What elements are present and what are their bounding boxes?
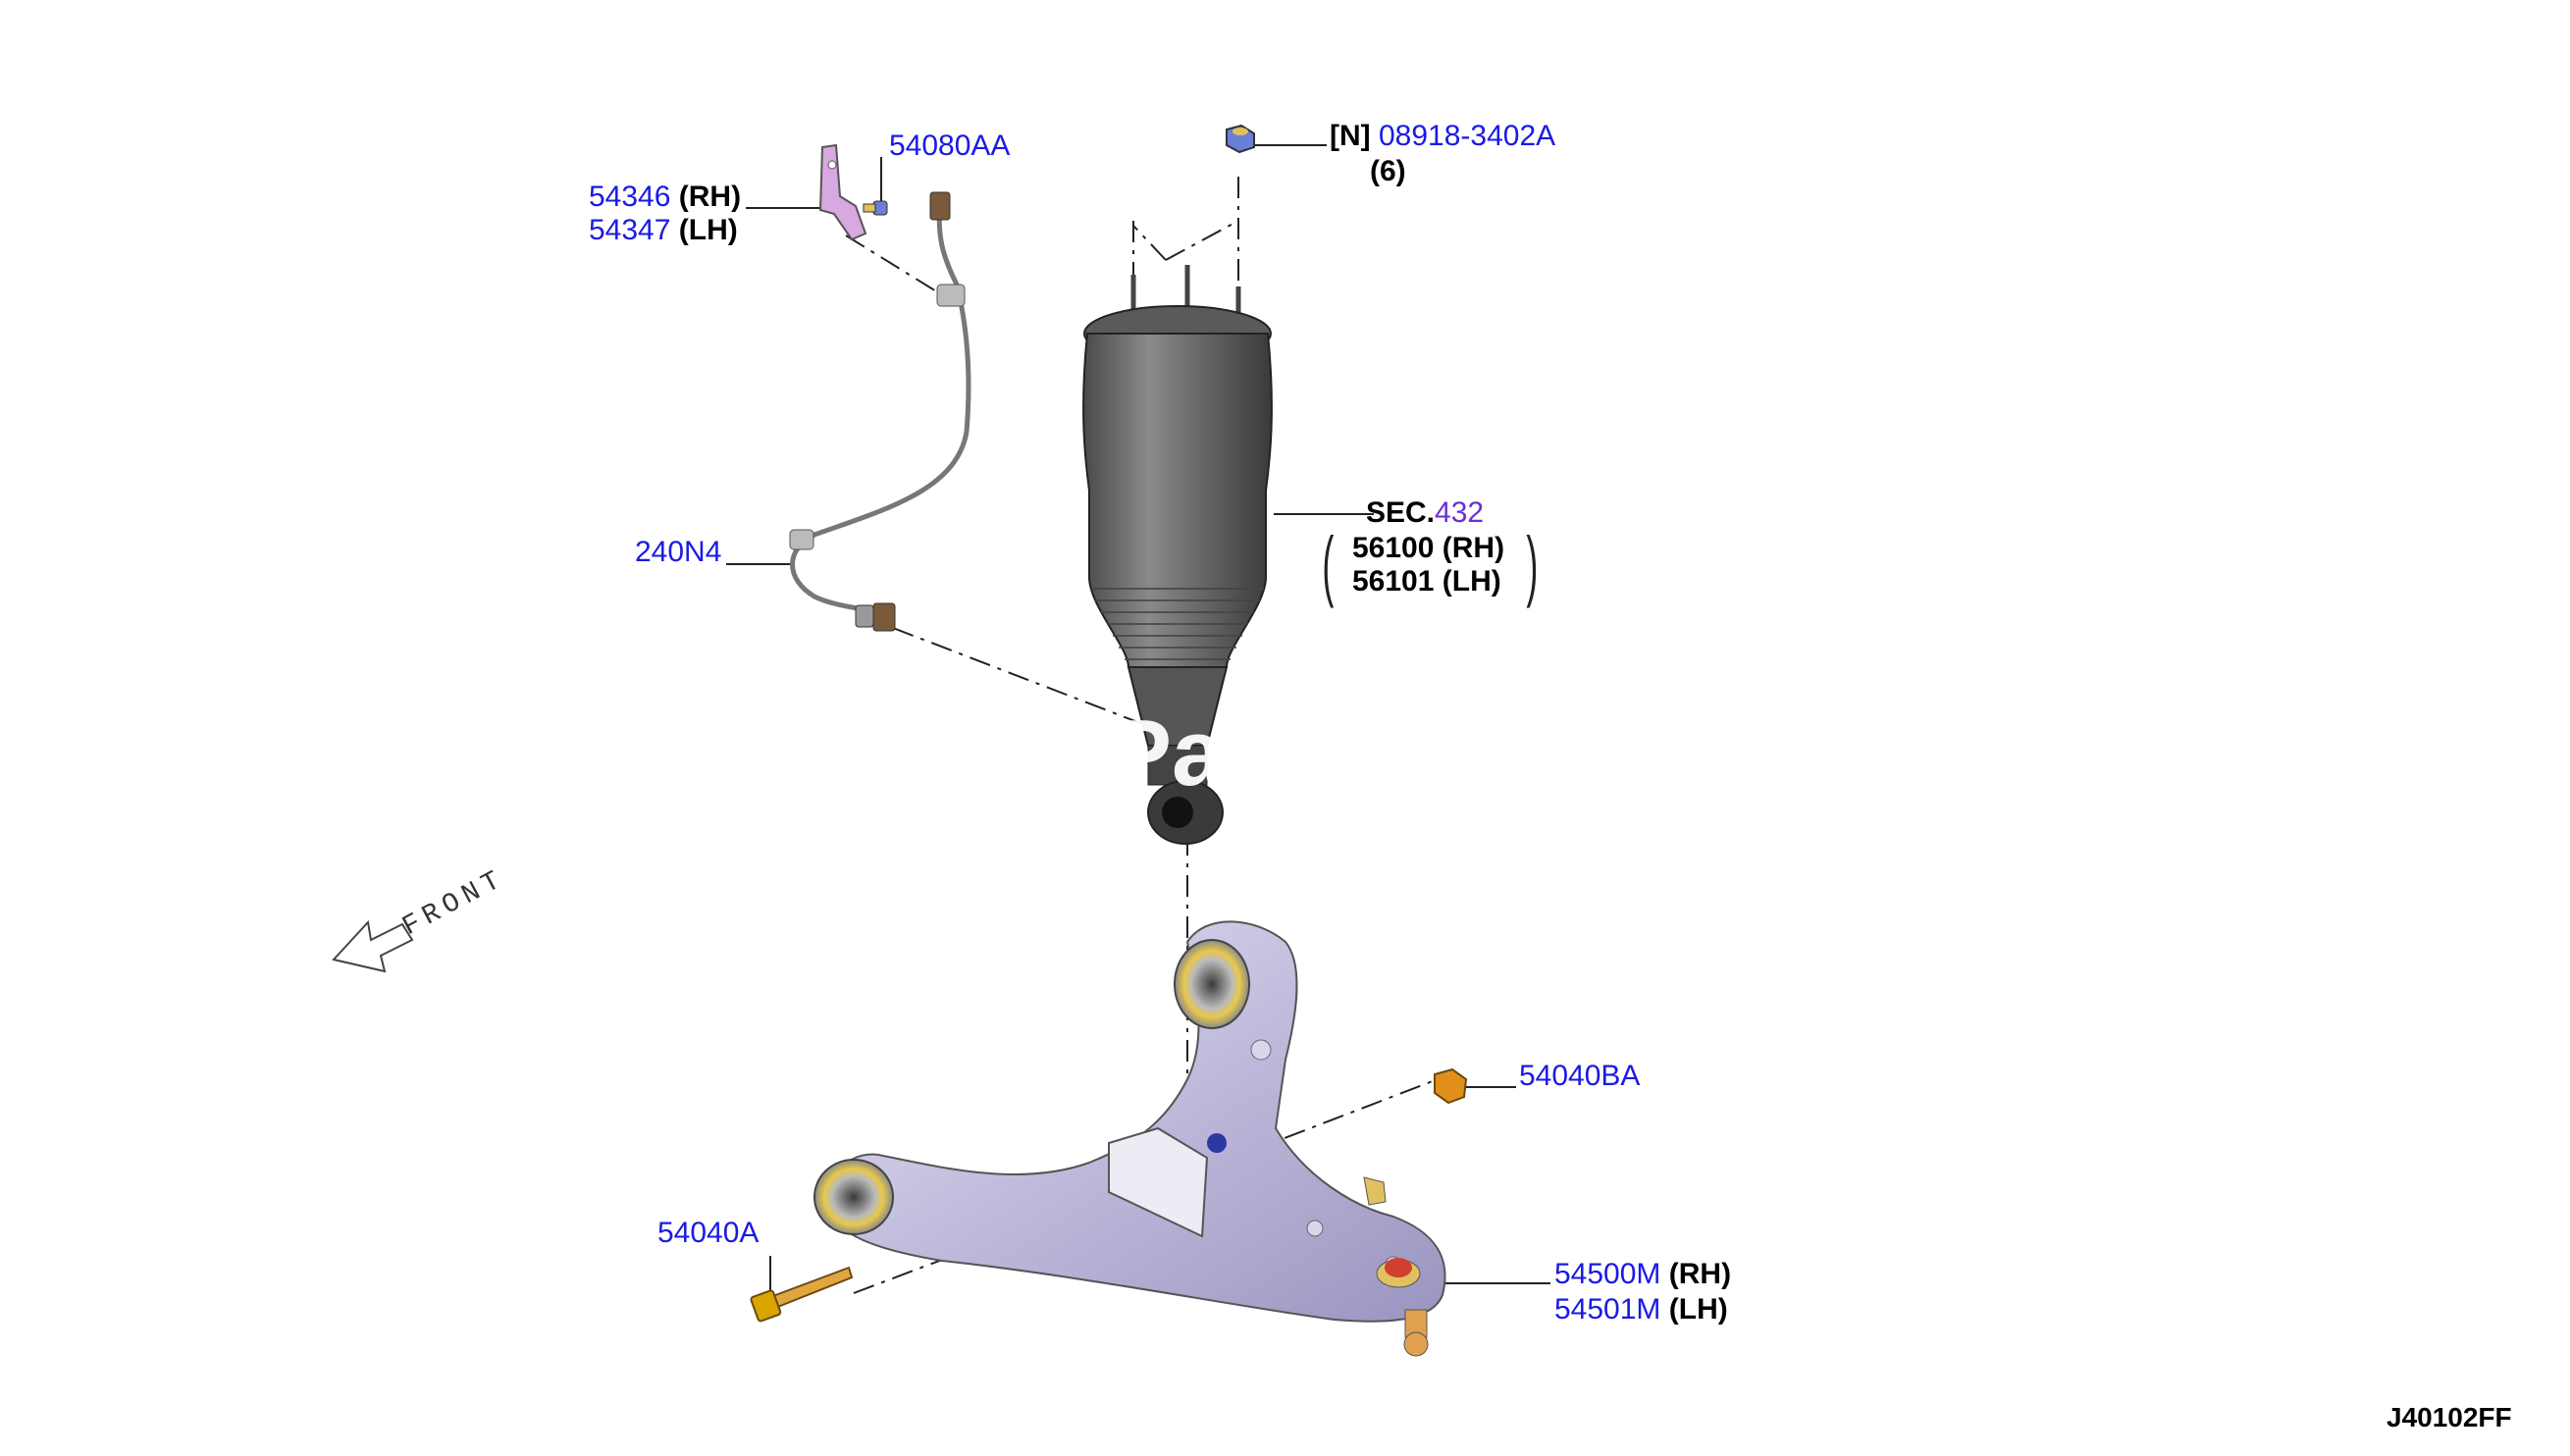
part-link-54040A[interactable]: 54040A <box>657 1217 760 1249</box>
callout-arm-bolt: 54040A <box>657 1217 759 1250</box>
strut-nut-drawing <box>1226 124 1255 154</box>
callout-arm-nut: 54040BA <box>1519 1060 1640 1093</box>
callout-lower-arm-rh: 54500M (RH) <box>1554 1258 1731 1291</box>
note-prefix: [N] <box>1330 120 1371 152</box>
callout-harness: 240N4 <box>635 536 721 569</box>
part-link-240N4[interactable]: 240N4 <box>635 536 722 568</box>
sensor-harness-drawing <box>790 200 971 616</box>
part-link-54500M[interactable]: 54500M <box>1554 1258 1661 1290</box>
part-link-54080AA[interactable]: 54080AA <box>889 130 1011 162</box>
open-parenthesis: ( <box>1322 521 1335 608</box>
callout-lower-arm-lh: 54501M (LH) <box>1554 1293 1728 1326</box>
arm-nut-drawing <box>1434 1067 1468 1105</box>
part-link-54040BA[interactable]: 54040BA <box>1519 1060 1641 1092</box>
section-prefix: SEC. <box>1366 496 1436 529</box>
air-strut-drawing <box>1082 265 1273 845</box>
part-link-54501M[interactable]: 54501M <box>1554 1293 1661 1326</box>
part-link-08918-3402A[interactable]: 08918-3402A <box>1379 120 1556 152</box>
callout-sensor-bracket-lh: 54347 (LH) <box>589 214 738 247</box>
bracket-bolt-drawing <box>863 200 888 216</box>
lower-arm-drawing <box>813 920 1446 1357</box>
watermark-text: Par <box>1109 701 1261 806</box>
side-label-lh: (LH) <box>1668 1293 1728 1326</box>
callout-air-strut-sec: SEC.432 <box>1366 496 1484 530</box>
close-parenthesis: ) <box>1526 521 1539 608</box>
side-label-rh: (RH) <box>1668 1258 1732 1290</box>
part-link-54347[interactable]: 54347 <box>589 214 671 246</box>
side-label-rh: (RH) <box>678 181 742 213</box>
strut-part-lh: 56101 (LH) <box>1352 565 1501 598</box>
side-label-lh: (LH) <box>678 214 738 246</box>
sensor-bracket-drawing <box>818 143 867 241</box>
section-link-432[interactable]: 432 <box>1435 496 1485 529</box>
callout-bracket-bolt: 54080AA <box>889 130 1010 163</box>
diagram-code: J40102FF <box>2386 1402 2512 1432</box>
front-direction-arrow <box>332 919 414 973</box>
strut-part-rh: 56100 (RH) <box>1352 532 1505 564</box>
callout-strut-nut: [N] 08918-3402A <box>1330 120 1555 153</box>
part-link-54346[interactable]: 54346 <box>589 181 671 213</box>
callout-sensor-bracket-rh: 54346 (RH) <box>589 181 741 214</box>
harness-connectors <box>789 191 966 632</box>
arm-bolt-drawing <box>750 1266 854 1323</box>
strut-nut-quantity: (6) <box>1370 155 1406 187</box>
